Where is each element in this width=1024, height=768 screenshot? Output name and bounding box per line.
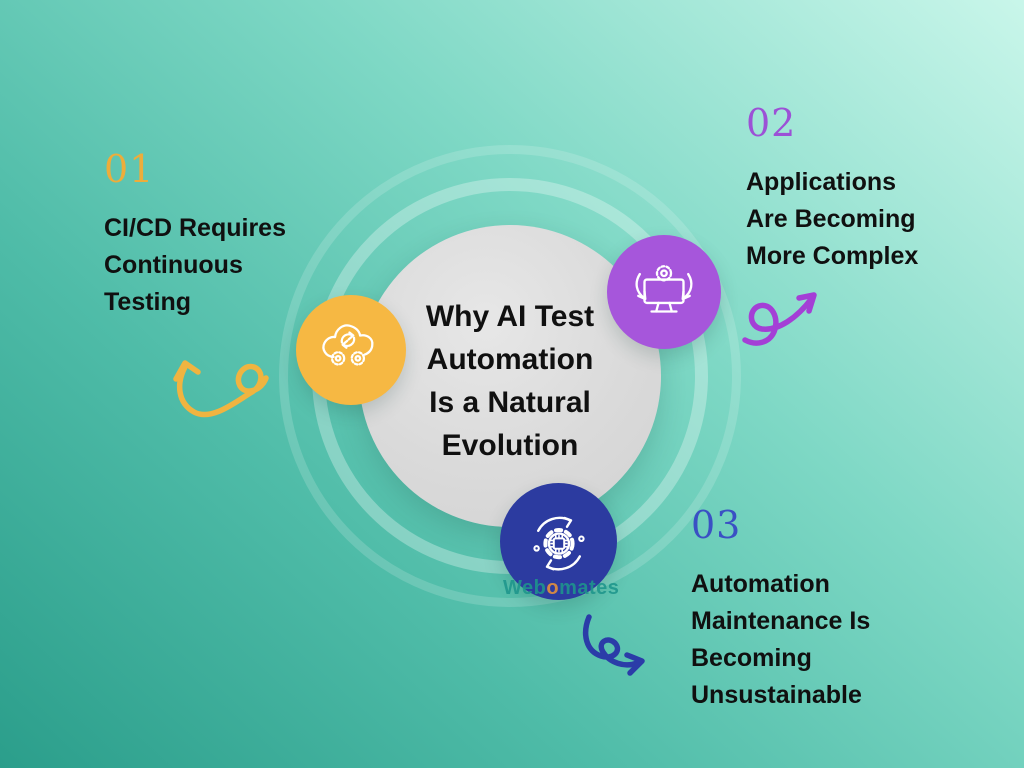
heading-line: Are Becoming: [746, 205, 916, 233]
gear-teeth: [655, 265, 673, 282]
title-line: Is a Natural: [429, 386, 591, 419]
heading-line: Becoming: [691, 644, 812, 672]
cycle-arc-bottom: [546, 554, 581, 571]
yellow-squiggle-arrow: [173, 360, 269, 418]
cicd-badge-circle: [296, 295, 406, 405]
sync-arrowhead-top: [347, 331, 355, 341]
left-curve-arrow: [635, 272, 646, 300]
blue-squiggle-arrow: [583, 614, 645, 676]
heading-line: Continuous: [104, 251, 243, 279]
monitor-stand: [650, 301, 678, 313]
item-01-block: 01 CI/CD Requires Continuous Testing: [104, 150, 334, 321]
right-curve-arrowhead: [681, 290, 691, 301]
watermark-prefix: Web: [503, 577, 547, 599]
complex-apps-badge-circle: [607, 235, 721, 349]
heading-line: Automation: [691, 570, 830, 598]
left-curve-arrowhead: [637, 290, 647, 301]
cycle-dot-left: [532, 544, 540, 552]
title-line: Automation: [426, 343, 594, 376]
item-01-number: 01: [104, 147, 155, 191]
chip-body: [552, 536, 565, 550]
cycle-arrowhead-top: [562, 516, 572, 528]
gear-left-hub: [334, 354, 342, 362]
heading-line: More Complex: [746, 242, 919, 270]
gear-right-hub: [354, 354, 362, 362]
title-line: Why AI Test: [425, 300, 595, 333]
gear-chip-cycle-icon: [532, 516, 585, 571]
monitor-gear-sync-icon: [635, 265, 693, 313]
heading-line: Applications: [746, 168, 897, 196]
heading-line: Unsustainable: [691, 681, 862, 709]
heading-line: Testing: [104, 288, 192, 316]
gear-body: [547, 531, 570, 555]
cicd-cloud-gears-icon: [322, 324, 374, 366]
gear-teeth: [542, 527, 575, 559]
webomates-watermark: Webomates: [503, 577, 619, 600]
watermark-suffix: mates: [559, 577, 620, 599]
monitor-screen: [643, 278, 685, 305]
sync-arrowhead-bottom: [341, 339, 349, 349]
gear-left-teeth: [330, 351, 346, 366]
cycle-dot-right: [577, 535, 585, 542]
watermark-accent-letter: o: [546, 577, 560, 599]
title-line: Evolution: [441, 429, 579, 462]
gear-hub: [660, 269, 668, 278]
heading-line: CI/CD Requires: [104, 214, 286, 242]
maintenance-badge-circle: [500, 483, 617, 600]
outer-decorative-ring: [279, 145, 741, 607]
purple-squiggle-arrow: [742, 292, 817, 346]
item-02-heading: Applications Are Becoming More Complex: [746, 164, 966, 275]
heading-line: Maintenance Is: [691, 607, 871, 635]
cycle-arc-top: [536, 516, 571, 532]
item-03-block: 03 Automation Maintenance Is Becoming Un…: [691, 506, 931, 714]
right-curve-arrow: [682, 272, 693, 300]
item-03-heading: Automation Maintenance Is Becoming Unsus…: [691, 566, 931, 714]
item-02-number: 02: [746, 101, 797, 145]
item-03-number: 03: [691, 503, 742, 547]
cloud-outline: [322, 324, 374, 358]
gear-right-teeth: [350, 351, 366, 366]
item-02-block: 02 Applications Are Becoming More Comple…: [746, 104, 966, 275]
cycle-arrowhead-bottom: [545, 558, 555, 570]
item-01-heading: CI/CD Requires Continuous Testing: [104, 210, 334, 321]
chip-pins: [549, 534, 568, 552]
